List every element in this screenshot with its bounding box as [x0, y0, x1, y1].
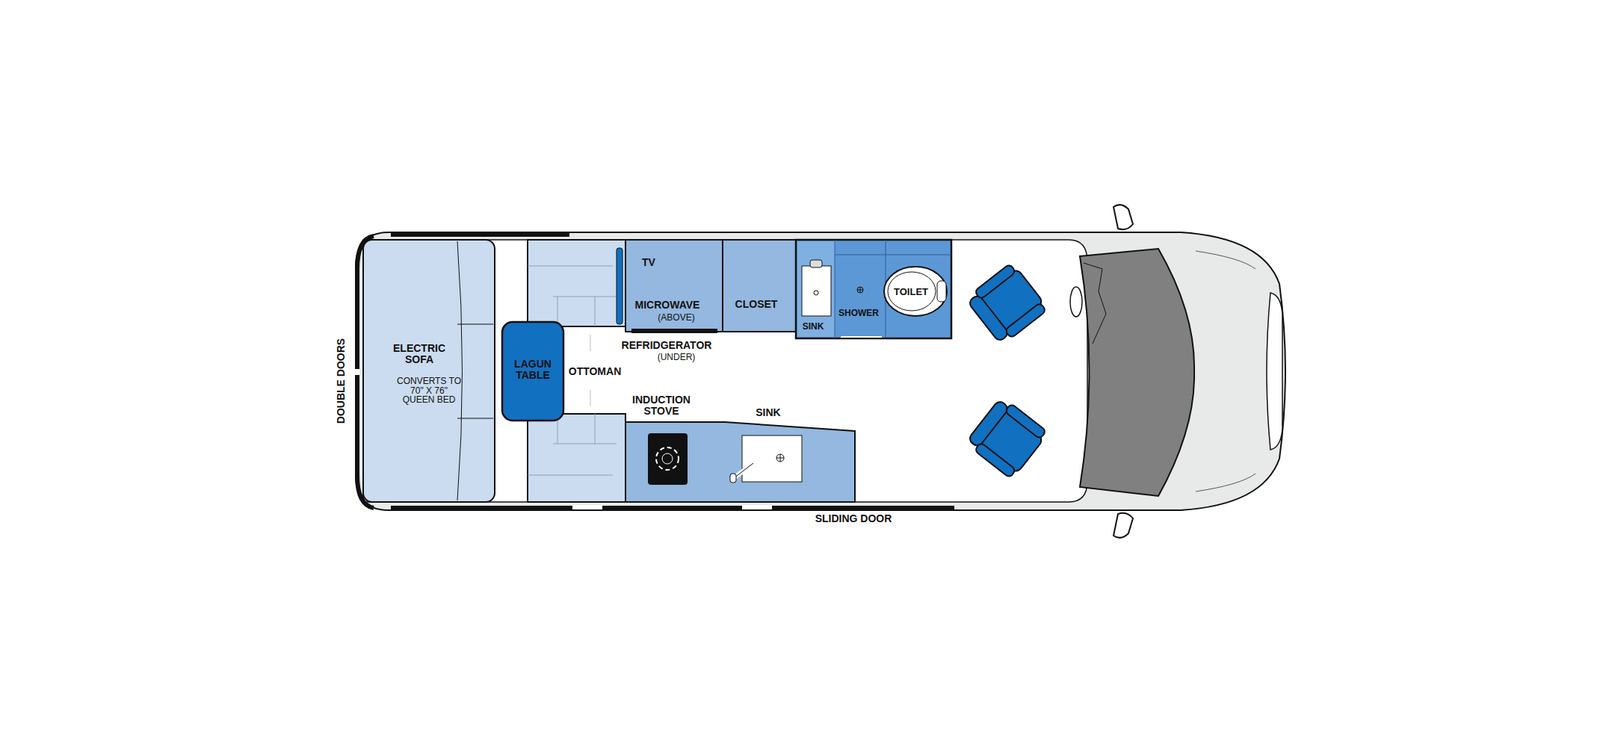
note-label: (UNDER)	[657, 352, 696, 363]
room-label: (ABOVE)	[657, 313, 695, 323]
room-label: CONVERTS TO 70" X 76" QUEEN BED	[394, 376, 464, 406]
room-label: CLOSET	[735, 298, 778, 311]
room-label: TOILET	[893, 286, 929, 298]
room-label: SINK	[802, 322, 825, 332]
toilet-oval: TOILET	[884, 266, 947, 317]
closet-box: CLOSET	[722, 239, 796, 332]
ottoman-label: OTTOMAN	[568, 366, 622, 378]
table-box: LAGUN TABLE	[502, 322, 564, 421]
room-label: ELECTRIC SOFA	[389, 343, 450, 365]
counter-box: INDUCTION STOVESINK	[625, 422, 855, 503]
room-label: SHOWER	[838, 308, 879, 319]
bath-sink-box: SINK	[795, 239, 835, 339]
shower-box: SHOWER	[834, 239, 886, 339]
room-label: INDUCTION STOVE	[624, 394, 699, 417]
door-label: SLIDING DOOR	[815, 513, 893, 525]
sofa-box: ELECTRIC SOFA CONVERTS TO 70" X 76" QUEEN…	[363, 239, 495, 503]
room-label: LAGUN TABLE	[508, 358, 557, 381]
cabinet-box: TV MICROWAVE (ABOVE)	[625, 239, 723, 332]
room-label: TV	[641, 257, 656, 269]
door-label: DOUBLE DOORS	[335, 338, 347, 424]
room-label: MICROWAVE	[635, 299, 701, 311]
appliance-label: REFRIDGERATOR	[621, 340, 713, 352]
room-label: SINK	[755, 407, 781, 419]
